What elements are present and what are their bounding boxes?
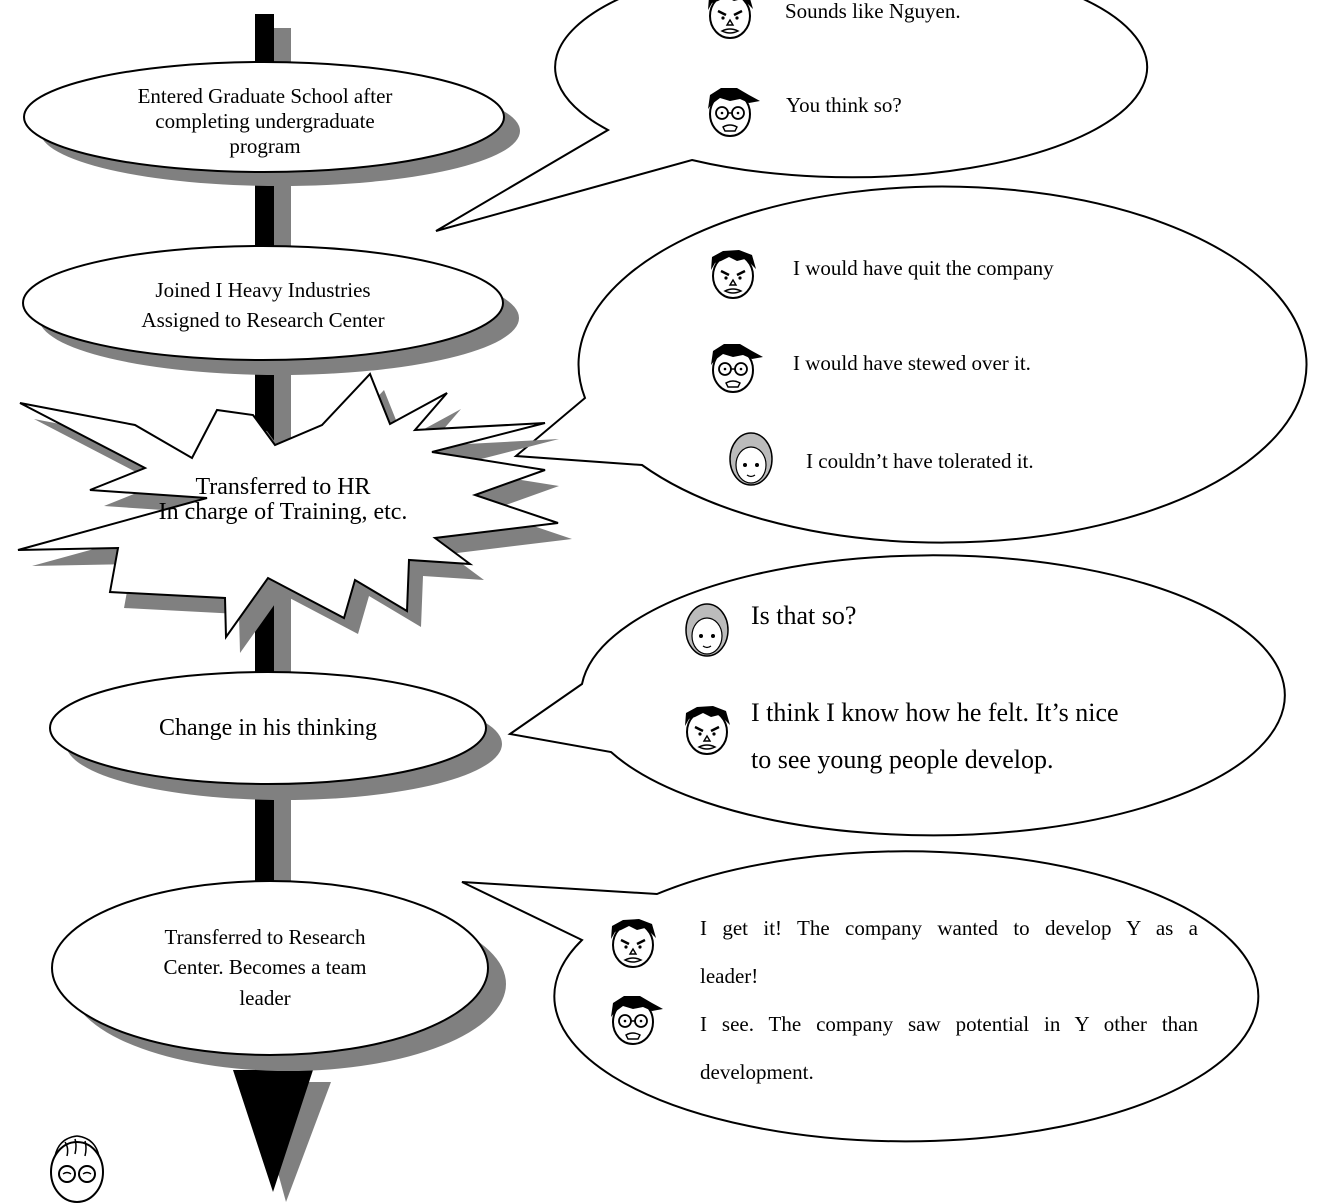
bubble-3-line-2b: to see young people develop.	[751, 745, 1054, 774]
bubble-4-line-2a: I see. The company saw potential in Y ot…	[700, 1012, 1198, 1036]
woman-icon	[729, 432, 773, 486]
event-4-shape	[49, 671, 502, 800]
bubble-2-line-2: I would have stewed over it.	[793, 351, 1031, 375]
event-2-shape	[22, 245, 519, 375]
event-3-shape	[17, 372, 572, 653]
bubble-4	[461, 850, 1260, 1143]
event-1-shape	[23, 61, 520, 186]
bubble-1-line-2: You think so?	[786, 93, 902, 117]
event-4-label: Change in his thinking	[159, 715, 377, 741]
bubble-3-line-2a: I think I know how he felt. It’s nice	[751, 698, 1119, 727]
event-3-label: Transferred to HR In charge of Training,…	[158, 474, 408, 526]
event-1-label: Entered Graduate School after completing…	[137, 84, 393, 159]
bubble-4-line-1a: I get it! The company wanted to develop …	[700, 916, 1198, 940]
event-2-label: Joined I Heavy Industries Assigned to Re…	[141, 278, 385, 333]
bubble-2-line-3: I couldn’t have tolerated it.	[806, 449, 1034, 473]
event-5-label: Transferred to Research Center. Becomes …	[163, 925, 367, 1010]
old-man-icon	[50, 1135, 104, 1203]
woman-icon	[685, 603, 729, 657]
bubble-1	[435, 0, 1149, 232]
bubble-3-line-1: Is that so?	[751, 601, 857, 630]
event-5-shape	[51, 880, 506, 1071]
bubble-4-line-1b: leader!	[700, 964, 759, 988]
bubble-2-line-1: I would have quit the company	[793, 256, 1054, 280]
bubble-1-line-1: Sounds like Nguyen.	[785, 0, 961, 23]
bubble-3	[507, 554, 1286, 837]
bubble-4-line-2b: development.	[700, 1060, 814, 1084]
